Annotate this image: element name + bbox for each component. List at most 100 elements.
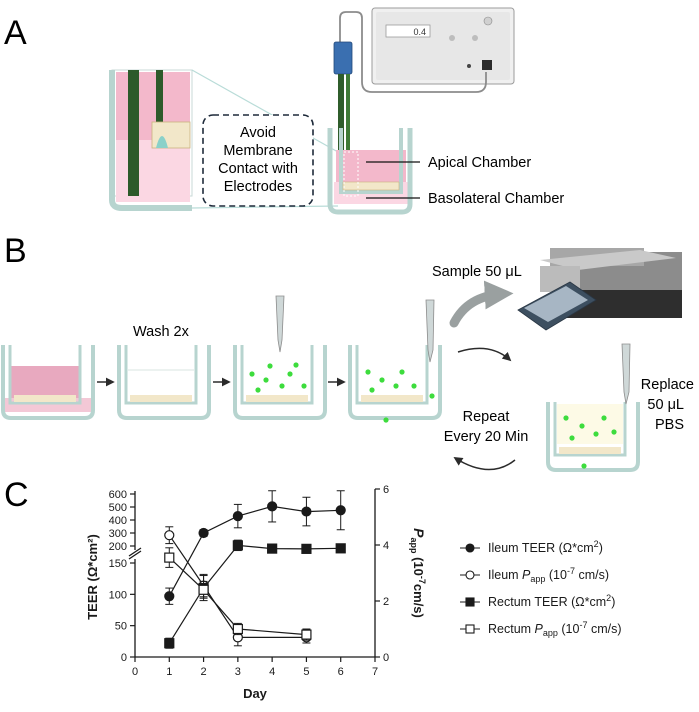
panel-b-letter: B <box>4 232 27 270</box>
y-right-tick-label: 2 <box>383 596 389 608</box>
legend-label-tail: ) <box>611 595 615 609</box>
well-4 <box>348 299 442 423</box>
legend-marker <box>465 597 475 607</box>
plate-reader <box>517 248 682 331</box>
well-5 <box>546 343 640 472</box>
repeat-arrow-bottom <box>453 457 516 471</box>
y-left-tick-label: 200 <box>109 541 127 553</box>
panel-c-letter: C <box>4 476 29 514</box>
legend-label-end: cm/s) <box>587 622 621 636</box>
data-point <box>232 540 243 551</box>
data-point <box>164 552 175 563</box>
x-tick-label: 0 <box>132 666 138 678</box>
series-line-2 <box>168 544 341 644</box>
legend-label-main: Ileum <box>488 568 522 582</box>
replace-line-2: 50 μL <box>647 397 684 413</box>
x-tick-label: 5 <box>303 666 309 678</box>
data-point <box>301 629 312 640</box>
data-point <box>232 510 243 522</box>
legend-label-sub: app <box>530 574 545 584</box>
x-tick-label: 1 <box>166 666 172 678</box>
x-axis-label: Day <box>243 686 268 701</box>
axis-break-mark <box>128 550 142 560</box>
legend-label-sup: -7 <box>579 620 587 630</box>
data-point <box>301 543 312 554</box>
replace-line-1: Replace <box>641 377 694 393</box>
zoom-inset <box>109 69 193 211</box>
x-tick-label: 4 <box>269 666 275 678</box>
callout-line-4: Electrodes <box>224 179 293 195</box>
x-tick-label: 3 <box>235 666 241 678</box>
data-point <box>164 530 175 541</box>
data-point <box>198 527 209 539</box>
callout-line-3: Contact with <box>218 161 298 177</box>
series-line-3 <box>168 557 307 636</box>
data-point <box>198 584 209 595</box>
wash-label: Wash 2x <box>133 324 190 340</box>
voltmeter: 0.4 <box>371 7 515 85</box>
data-point <box>232 623 243 635</box>
legend-label: Rectum Papp (10-7 cm/s) <box>488 620 622 638</box>
y-right-label-units: (10 <box>411 553 426 575</box>
legend-marker <box>465 570 475 580</box>
legend-label-sup: 2 <box>594 539 599 549</box>
repeat-arrow-top <box>457 347 512 362</box>
well-1 <box>1 345 95 420</box>
y-left-tick-label: 150 <box>109 558 127 570</box>
data-point <box>301 506 312 517</box>
legend-label: Rectum TEER (Ω*cm2) <box>488 593 615 609</box>
data-point <box>164 591 175 602</box>
y-axis-left-label: TEER (Ω*cm²) <box>85 534 100 620</box>
data-point <box>267 501 278 512</box>
y-right-label-sub: app <box>409 537 419 554</box>
axis-break-mark <box>128 547 142 557</box>
repeat-line-1: Repeat <box>463 409 510 425</box>
legend-label-main: Rectum <box>488 622 535 636</box>
apical-chamber-label: Apical Chamber <box>428 155 531 171</box>
y-left-tick-label: 50 <box>115 621 127 633</box>
legend-label-tail: (10 <box>558 622 580 636</box>
y-left-label-group: TEER (Ω*cm²) <box>85 534 100 620</box>
legend-marker <box>465 624 475 634</box>
well-3 <box>233 295 327 420</box>
series-line-0 <box>168 505 341 597</box>
legend-marker <box>465 543 475 553</box>
data-point <box>164 638 175 649</box>
transwell <box>327 128 413 215</box>
series-line-1 <box>168 534 307 638</box>
legend-label-end: cm/s) <box>575 568 609 582</box>
callout-line-1: Avoid <box>240 125 276 141</box>
legend-label-main: Ileum TEER (Ω*cm <box>488 541 594 555</box>
legend-label-sup: 2 <box>606 593 611 603</box>
legend-label-italic: P <box>535 622 544 636</box>
y-right-label-tail: cm/s) <box>411 584 426 618</box>
y-left-tick-label: 500 <box>109 502 127 514</box>
legend-label-tail: (10 <box>545 568 567 582</box>
panel-b: B Sample 50 μL Wash 2x <box>1 232 694 472</box>
meter-display: 0.4 <box>413 27 426 37</box>
well-2 <box>117 345 211 420</box>
legend-label-main: Rectum TEER (Ω*cm <box>488 595 606 609</box>
y-left-tick-label: 300 <box>109 528 127 540</box>
data-point <box>335 543 346 554</box>
x-tick-label: 7 <box>372 666 378 678</box>
legend-label-sub: app <box>543 628 558 638</box>
legend-label: Ileum Papp (10-7 cm/s) <box>488 566 609 584</box>
y-left-tick-label: 0 <box>121 652 127 664</box>
y-axis-right-label: Papp (10-7cm/s) <box>409 528 427 618</box>
y-right-tick-label: 4 <box>383 540 389 552</box>
y-right-label-group: Papp (10-7cm/s) <box>409 528 427 618</box>
y-left-tick-label: 600 <box>109 489 127 501</box>
x-tick-label: 2 <box>201 666 207 678</box>
y-right-tick-label: 0 <box>383 652 389 664</box>
repeat-line-2: Every 20 Min <box>444 429 529 445</box>
panel-a-letter: A <box>4 14 27 52</box>
data-point <box>335 505 346 516</box>
legend-label: Ileum TEER (Ω*cm2) <box>488 539 603 555</box>
callout-line-2: Membrane <box>223 143 292 159</box>
legend-label-tail: ) <box>599 541 603 555</box>
panel-a: A Avoid Membrane Contact with Electrodes… <box>4 7 564 215</box>
